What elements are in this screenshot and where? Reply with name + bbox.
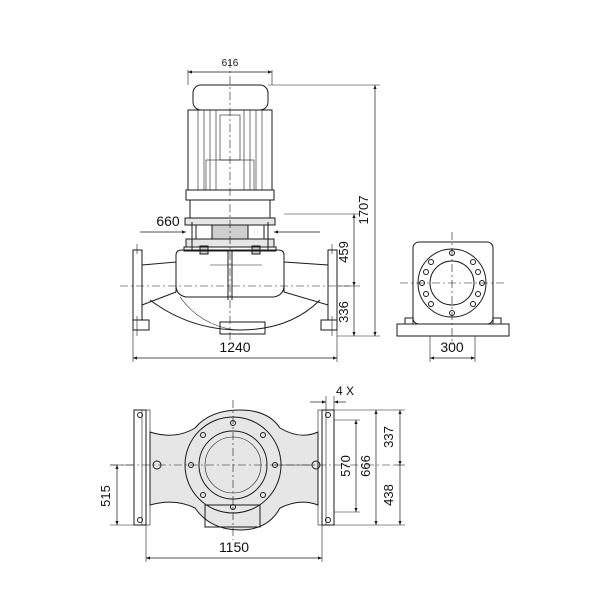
dim-515-label: 515 (98, 485, 113, 507)
dim-height-split: 459 336 (284, 213, 360, 336)
top-flange-bolts (137, 412, 331, 523)
dim-total-height: 1707 (268, 84, 380, 337)
dim-right-stack: 570 666 337 438 (334, 409, 405, 526)
pump-casing (141, 249, 329, 335)
dim-666-label: 666 (358, 455, 373, 477)
dim-top-length: 1150 (145, 525, 323, 562)
dim-336-label: 336 (336, 301, 351, 323)
end-view: 300 (396, 232, 510, 362)
dim-438-label: 438 (381, 484, 396, 506)
dim-motor-width: 616 (187, 58, 273, 85)
side-view: 616 660 1707 459 336 1 (120, 58, 380, 362)
motor-top-cap (192, 84, 269, 111)
dim-side-offset: 515 (98, 464, 134, 526)
dim-1150-label: 1150 (219, 539, 249, 555)
dim-foot-width: 300 (429, 336, 476, 362)
dim-459-label: 459 (336, 241, 351, 263)
dim-300-label: 300 (440, 339, 464, 355)
dim-660-label: 660 (156, 213, 180, 229)
dim-side-length: 1240 (132, 330, 338, 362)
side-flanges (132, 244, 338, 336)
dim-flange-width: 660 (140, 213, 320, 234)
dim-1707-label: 1707 (356, 196, 371, 225)
top-view: 4 X 570 666 337 438 515 (98, 384, 405, 562)
dim-337-label: 337 (381, 426, 396, 448)
dim-570-label: 570 (338, 455, 353, 477)
motor-terminal-box (219, 114, 241, 161)
dim-holes-label: 4 X (336, 384, 354, 398)
dim-holes: 4 X (310, 384, 354, 410)
motor-fins (197, 110, 263, 190)
dim-616-label: 616 (222, 58, 239, 69)
dim-1240-label: 1240 (219, 339, 250, 355)
